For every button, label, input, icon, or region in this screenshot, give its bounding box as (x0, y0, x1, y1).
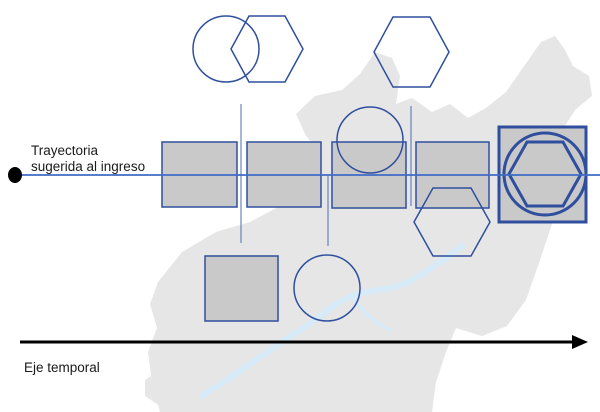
terrain-lobe (145, 352, 215, 406)
trajectory-label-line2: sugerida al ingreso (31, 159, 146, 174)
trajectory-start-dot (8, 167, 22, 183)
time-axis-label: Eje temporal (24, 360, 100, 375)
terrain-silhouette (148, 36, 592, 412)
circle-over-box-3 (336, 106, 404, 174)
trajectory-label-line1: Trayectoria (31, 143, 99, 158)
lower-box (204, 255, 279, 322)
top-hexagon-1 (230, 15, 304, 83)
hexagon-below-box-4 (413, 187, 491, 257)
top-circle-1 (192, 15, 260, 83)
trajectory-label: Trayectoria sugerida al ingreso (31, 143, 145, 175)
top-hexagon-2 (373, 16, 450, 88)
final-circle (502, 131, 588, 217)
river-branch (350, 294, 392, 332)
river-line (199, 243, 465, 399)
time-axis-arrowhead (572, 335, 588, 349)
lower-circle (293, 254, 361, 322)
final-hexagon (507, 140, 583, 208)
